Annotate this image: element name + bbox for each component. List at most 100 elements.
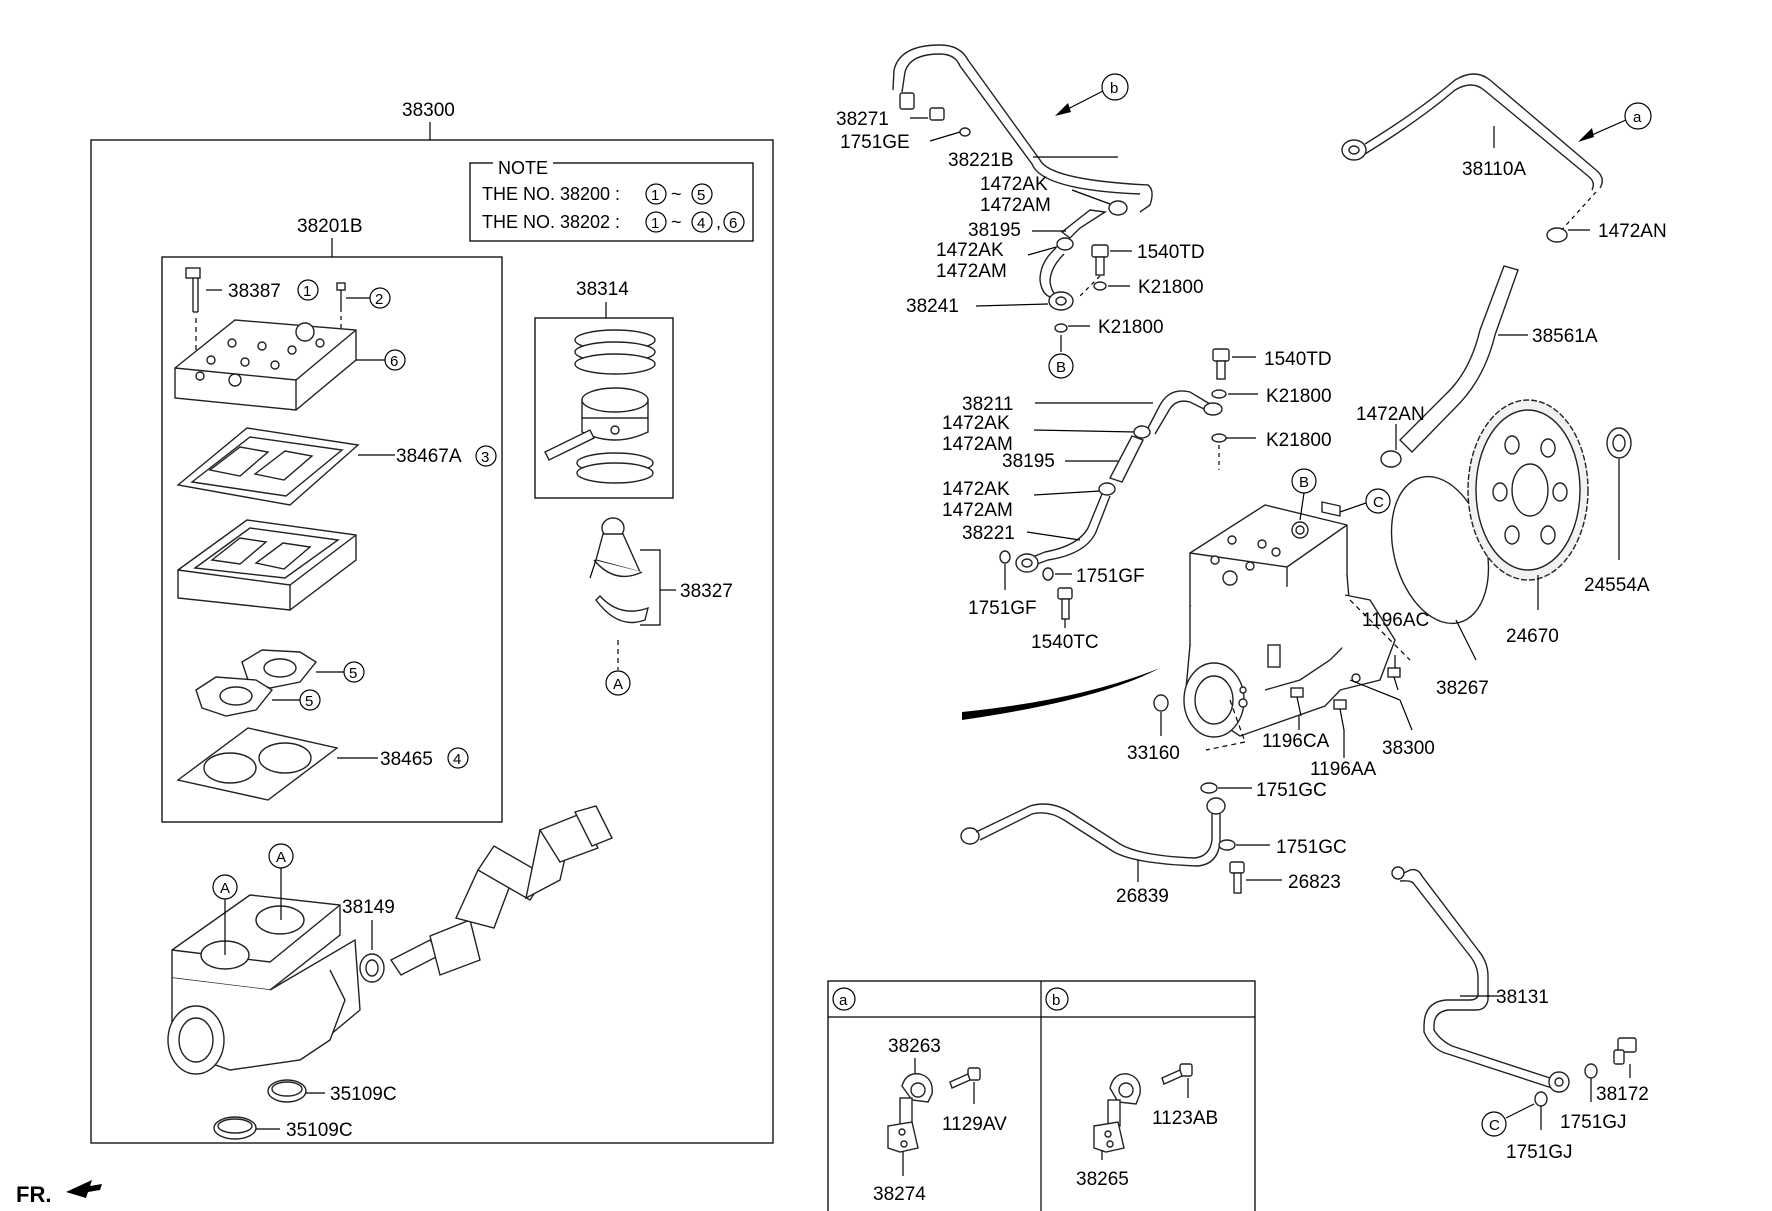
label-1129AV[interactable]: 1129AV [942, 1114, 1007, 1135]
clamp-1472AK-3[interactable] [1133, 425, 1151, 439]
fitting-38271[interactable] [899, 92, 945, 121]
label-38241[interactable]: 38241 [906, 296, 959, 317]
bolt-26823[interactable] [1229, 861, 1245, 894]
gasket-38465[interactable] [176, 727, 339, 801]
piston[interactable] [581, 387, 649, 441]
gasket-38467A[interactable] [176, 427, 360, 506]
bolt-1196AC[interactable] [1387, 667, 1401, 691]
oil-seal-38149[interactable] [359, 953, 385, 983]
label-38221[interactable]: 38221 [962, 523, 1015, 544]
o-ring-1751GE[interactable] [959, 127, 971, 137]
label-1540TD-2[interactable]: 1540TD [1264, 349, 1332, 370]
reed-valve-lower[interactable] [195, 676, 274, 717]
label-38300-right[interactable]: 38300 [1382, 738, 1435, 759]
valve-plate[interactable] [177, 519, 357, 611]
label-33160[interactable]: 33160 [1127, 743, 1180, 764]
bracket-38274[interactable] [887, 1121, 919, 1153]
label-1472AN-1[interactable]: 1472AN [1598, 221, 1667, 242]
label-K21800-2[interactable]: K21800 [1098, 317, 1164, 338]
banjo-26839-left[interactable] [960, 827, 980, 845]
gear-24670[interactable] [1467, 399, 1589, 581]
washer-1751GC-1[interactable] [1200, 782, 1218, 794]
clamp-1472AK-4[interactable] [1098, 482, 1116, 496]
label-K21800-3[interactable]: K21800 [1266, 386, 1332, 407]
label-38149[interactable]: 38149 [342, 897, 395, 918]
label-1472AM-1[interactable]: 1472AM [980, 195, 1051, 216]
label-K21800-4[interactable]: K21800 [1266, 430, 1332, 451]
label-38314[interactable]: 38314 [576, 279, 629, 300]
bolt-1540TD-1[interactable] [1091, 244, 1109, 276]
bolt-38387[interactable] [185, 267, 201, 360]
washer-K21800-2[interactable] [1054, 323, 1068, 333]
clamp-1472AN-1[interactable] [1546, 227, 1568, 243]
clamp-1472AN-2[interactable] [1380, 450, 1402, 468]
label-1196AC[interactable]: 1196AC [1362, 610, 1429, 631]
label-38467A[interactable]: 38467A [396, 446, 462, 467]
label-24554A[interactable]: 24554A [1584, 575, 1650, 596]
pipe-38221B[interactable] [892, 44, 1153, 213]
label-38387[interactable]: 38387 [228, 281, 281, 302]
label-38263[interactable]: 38263 [888, 1036, 941, 1057]
label-26839[interactable]: 26839 [1116, 886, 1169, 907]
hose-38195-2[interactable] [1108, 435, 1144, 483]
crankcase[interactable] [167, 894, 361, 1075]
label-1472AM-4[interactable]: 1472AM [942, 500, 1013, 521]
compressor-assembly[interactable] [1183, 504, 1396, 738]
pipe-38110A[interactable] [1364, 73, 1603, 189]
washer-1751GC-2[interactable] [1218, 839, 1236, 851]
label-K21800-1[interactable]: K21800 [1138, 277, 1204, 298]
nut-24554A[interactable] [1606, 427, 1632, 459]
label-38267[interactable]: 38267 [1436, 678, 1489, 699]
label-1540TD-1[interactable]: 1540TD [1137, 242, 1205, 263]
cylinder-head[interactable] [174, 319, 357, 411]
washer-K21800-1[interactable] [1093, 281, 1107, 291]
hose-38561A[interactable] [1399, 265, 1519, 453]
label-1472AM-3[interactable]: 1472AM [942, 434, 1013, 455]
label-1472AM-2[interactable]: 1472AM [936, 261, 1007, 282]
washer-K21800-3[interactable] [1211, 389, 1227, 399]
label-38561A[interactable]: 38561A [1532, 326, 1598, 347]
banjo-38241[interactable] [1048, 291, 1074, 311]
label-24670[interactable]: 24670 [1506, 626, 1559, 647]
label-1196AA[interactable]: 1196AA [1310, 759, 1377, 780]
label-1540TC[interactable]: 1540TC [1031, 632, 1099, 653]
label-35109C-2[interactable]: 35109C [286, 1120, 353, 1141]
clamp-38263[interactable] [899, 1073, 933, 1125]
label-1472AK-4[interactable]: 1472AK [942, 479, 1010, 500]
cap-35109C-upper[interactable] [267, 1079, 307, 1103]
label-35109C-1[interactable]: 35109C [330, 1084, 397, 1105]
banjo-38110A[interactable] [1341, 139, 1367, 161]
clamp-38265[interactable] [1093, 1073, 1141, 1153]
bolt-1129AV[interactable] [949, 1067, 981, 1089]
clamp-1472AK-lower[interactable] [1056, 237, 1074, 251]
reed-valve-upper[interactable] [241, 649, 318, 689]
washer-1751GF-2[interactable] [1042, 567, 1054, 581]
clamp-1472AK-upper[interactable] [1108, 200, 1128, 216]
washer-1751GF-1[interactable] [999, 550, 1011, 564]
bolt-1196CA[interactable] [1290, 687, 1304, 717]
label-38110A[interactable]: 38110A [1462, 159, 1526, 180]
washer-K21800-4[interactable] [1211, 433, 1227, 443]
banjo-38221[interactable] [1015, 553, 1039, 573]
cap-35109C-lower[interactable] [213, 1116, 257, 1140]
label-38195-2[interactable]: 38195 [1002, 451, 1055, 472]
label-1472AK-1[interactable]: 1472AK [980, 174, 1048, 195]
label-38211[interactable]: 38211 [962, 394, 1013, 415]
label-1472AK-2[interactable]: 1472AK [936, 240, 1004, 261]
rod-cap[interactable] [595, 594, 649, 624]
banjo-26839-right[interactable] [1206, 797, 1226, 815]
bolt-1540TC[interactable] [1057, 587, 1073, 620]
label-38221B[interactable]: 38221B [948, 150, 1014, 171]
label-38265[interactable]: 38265 [1076, 1169, 1129, 1190]
label-1751GF-1[interactable]: 1751GF [1076, 566, 1145, 587]
pipe-38211[interactable] [1146, 390, 1211, 431]
label-38327[interactable]: 38327 [680, 581, 733, 602]
banjo-38131[interactable] [1548, 1071, 1570, 1093]
label-26823[interactable]: 26823 [1288, 872, 1341, 893]
label-1751GE[interactable]: 1751GE [840, 132, 910, 153]
bolt-1540TD-2[interactable] [1212, 348, 1230, 380]
label-38271[interactable]: 38271 [836, 109, 889, 130]
label-1123AB[interactable]: 1123AB [1152, 1108, 1218, 1129]
label-1472AK-3[interactable]: 1472AK [942, 413, 1010, 434]
label-38300[interactable]: 38300 [402, 100, 455, 121]
